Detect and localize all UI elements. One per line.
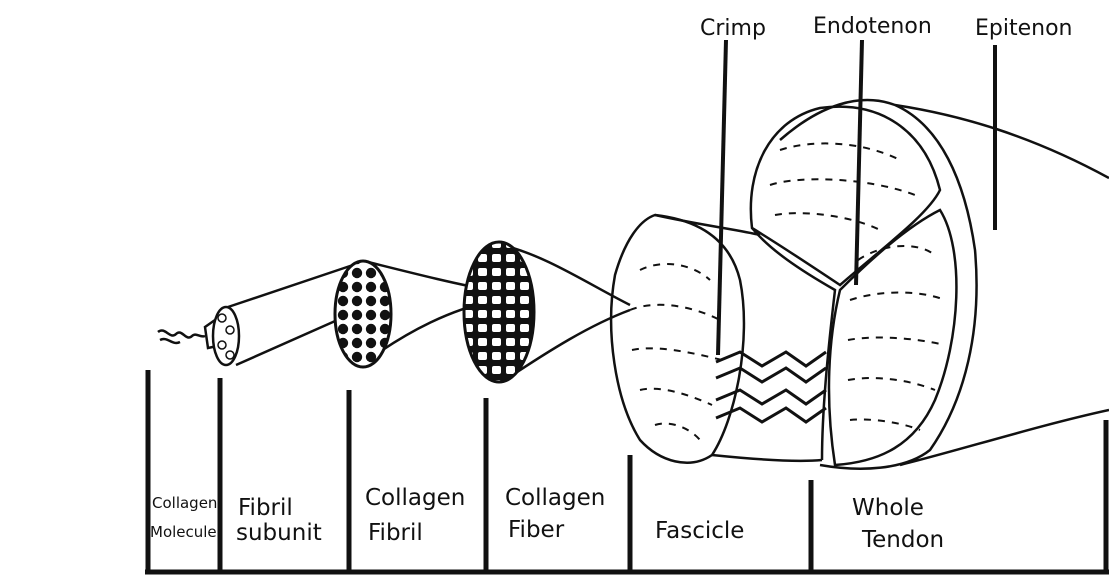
label-crimp: Crimp xyxy=(700,16,766,41)
label-endotenon: Endotenon xyxy=(813,14,932,39)
central-block-side xyxy=(752,228,835,460)
stage-connectors xyxy=(228,245,630,380)
crimp-wave-4 xyxy=(716,408,826,422)
label-collagen-fiber-1: Collagen xyxy=(505,485,605,511)
crimp-pointer xyxy=(718,40,726,355)
collagen-fibril-section xyxy=(335,261,391,367)
collagen-fiber-section xyxy=(464,242,534,382)
label-pointers xyxy=(718,40,995,355)
label-collagen-fibril-1: Collagen xyxy=(365,485,465,511)
collagen-molecule xyxy=(158,330,205,342)
label-fascicle: Fascicle xyxy=(655,518,744,544)
fascicle-texture xyxy=(630,143,945,440)
label-collagen-fibril-2: Fibril xyxy=(368,520,423,546)
label-fibril-subunit-2: subunit xyxy=(236,520,322,546)
label-collagen-molecule-2: Molecule xyxy=(150,523,217,541)
crimp-wave-2 xyxy=(716,368,826,382)
label-whole-tendon-2: Tendon xyxy=(861,527,944,553)
fascicle-face xyxy=(611,215,744,463)
crimp-wave-1 xyxy=(716,352,826,366)
whole-tendon xyxy=(751,100,1109,469)
label-collagen-fiber-2: Fiber xyxy=(508,517,565,543)
label-fibril-subunit-1: Fibril xyxy=(238,495,293,521)
label-whole-tendon-1: Whole xyxy=(852,495,924,521)
fascicle-bottom-edge xyxy=(712,455,822,461)
label-epitenon: Epitenon xyxy=(975,16,1073,41)
label-collagen-molecule-1: Collagen xyxy=(152,494,217,512)
fibril-subunit xyxy=(205,307,239,365)
crimp-waves xyxy=(716,352,826,422)
upper-fascicle-section xyxy=(751,107,940,285)
endotenon-pointer xyxy=(856,40,862,285)
